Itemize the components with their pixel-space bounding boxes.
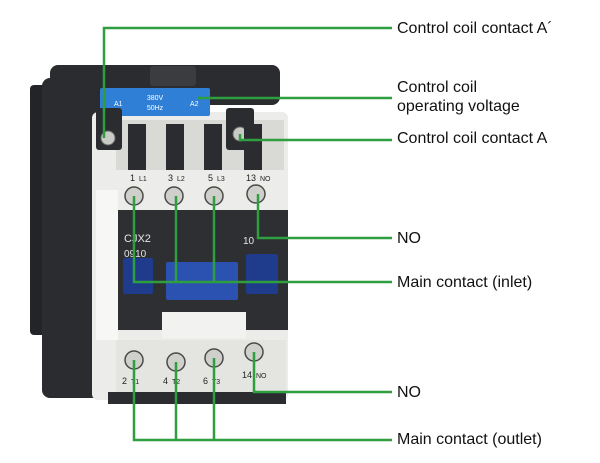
side-label-plate <box>96 190 118 340</box>
main-contact-block-left <box>123 258 153 294</box>
bottom-terminal-4-tag: NO <box>256 373 267 380</box>
coil-frequency-text: 50Hz <box>147 105 164 112</box>
top-terminal-row: 1 L1 3 L2 5 L3 13 NO <box>124 173 271 206</box>
leader-lines <box>102 26 392 442</box>
aux-contact-number: 10 <box>243 236 255 247</box>
label-coil-contact-a: Control coil contact A <box>397 130 548 147</box>
leader-no-bottom <box>252 352 392 394</box>
coil-label-background <box>100 88 210 116</box>
coil-label-strip: A1 380V 50Hz A2 <box>100 88 210 116</box>
label-main-contact-inlet: Main contact (inlet) <box>397 274 533 291</box>
coil-a2-text: A2 <box>190 101 199 108</box>
bottom-terminal-3-tag: T3 <box>212 379 220 386</box>
leader-coil-contact-a-prime <box>102 26 392 138</box>
top-terminal-4-screw <box>246 184 266 204</box>
leader-coil-contact-a <box>238 134 392 142</box>
coil-a1-text: A1 <box>114 101 123 108</box>
label-coil-contact-a-prime: Control coil contact A´ <box>397 20 553 37</box>
top-terminal-3-tag: L3 <box>217 176 225 183</box>
bottom-dark-base <box>108 392 286 404</box>
leader-no-top <box>256 194 392 240</box>
top-terminal-2-tag: L2 <box>177 176 185 183</box>
top-terminal-4-tag: NO <box>260 176 271 183</box>
top-terminal-3-number: 5 <box>208 173 213 183</box>
aux-contact-block <box>246 254 278 294</box>
label-no-top: NO <box>397 230 421 247</box>
top-terminal-2-number: 3 <box>168 173 173 183</box>
mounting-tab-top <box>150 66 196 86</box>
bottom-terminal-2-number: 4 <box>163 376 168 386</box>
bottom-terminal-3-number: 6 <box>203 376 208 386</box>
label-no-bottom: NO <box>397 384 421 401</box>
upper-fin-1 <box>128 124 146 170</box>
top-terminal-4-number: 13 <box>246 173 256 183</box>
bottom-terminal-4-number: 14 <box>242 370 252 380</box>
top-terminal-2-screw <box>164 186 184 206</box>
leader-main-outlet <box>132 360 392 442</box>
upper-fin-3 <box>204 124 222 170</box>
top-terminal-1-tag: L1 <box>139 176 147 183</box>
upper-fin-2 <box>166 124 184 170</box>
bottom-terminal-1-number: 2 <box>122 376 127 386</box>
lower-white-strip <box>162 312 246 338</box>
upper-fin-4 <box>244 124 262 170</box>
label-main-contact-outlet: Main contact (outlet) <box>397 431 542 448</box>
model-line-1: CJX2 <box>124 233 151 245</box>
upper-separator-fins <box>128 124 262 170</box>
contact-blocks <box>123 254 278 300</box>
label-coil-voltage-line-2: operating voltage <box>397 98 520 115</box>
leader-main-inlet <box>132 196 392 284</box>
model-line-2: 0910 <box>124 249 147 260</box>
model-plate: CJX2 0910 10 <box>124 233 255 260</box>
coil-voltage-text: 380V <box>147 95 164 102</box>
label-coil-voltage-line-1: Control coil <box>397 79 478 96</box>
top-terminal-1-number: 1 <box>130 173 135 183</box>
